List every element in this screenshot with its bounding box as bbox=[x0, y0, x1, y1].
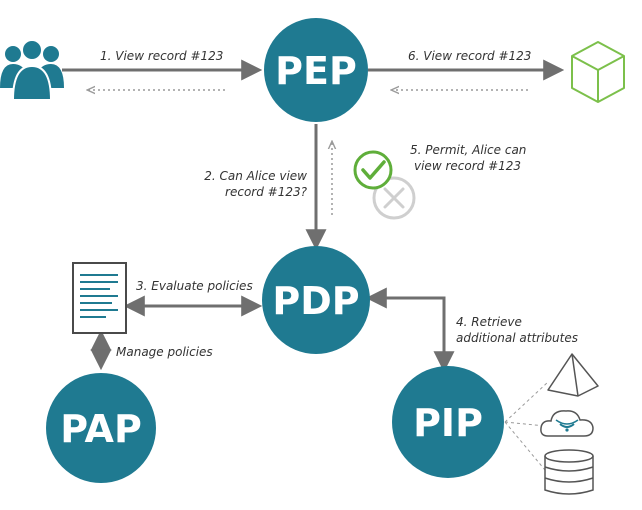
step4-label-line1: 4. Retrieve bbox=[456, 315, 522, 329]
cloud-icon bbox=[540, 410, 594, 437]
step5-label-line1: 5. Permit, Alice can bbox=[410, 143, 526, 157]
manage-policies-label: Manage policies bbox=[116, 345, 213, 359]
arrow-pdp-to-pip bbox=[365, 287, 455, 373]
users-icon bbox=[0, 39, 64, 101]
cube-icon bbox=[571, 41, 625, 103]
x-circle-icon bbox=[372, 176, 416, 220]
pdp-label: PDP bbox=[272, 279, 359, 323]
database-icon bbox=[544, 449, 594, 495]
document-icon bbox=[72, 262, 127, 334]
step3-label: 3. Evaluate policies bbox=[136, 279, 253, 293]
pap-label: PAP bbox=[60, 407, 142, 451]
step2-label-line1: 2. Can Alice view bbox=[204, 169, 307, 183]
pep-label: PEP bbox=[275, 49, 357, 93]
pip-label: PIP bbox=[413, 401, 483, 445]
pep-node: PEP bbox=[264, 18, 368, 122]
pap-node: PAP bbox=[46, 373, 156, 483]
pyramid-icon bbox=[547, 353, 599, 397]
pip-link-pyramid bbox=[504, 381, 549, 423]
pip-link-cloud bbox=[504, 421, 546, 427]
step2-label-line2: record #123? bbox=[225, 185, 308, 199]
step1-label: 1. View record #123 bbox=[100, 49, 223, 63]
step4-label-line2: additional attributes bbox=[456, 331, 578, 345]
step6-label: 6. View record #123 bbox=[408, 49, 531, 63]
pdp-node: PDP bbox=[262, 246, 370, 354]
pip-link-database bbox=[504, 421, 546, 471]
pip-node: PIP bbox=[392, 366, 504, 478]
check-circle-icon bbox=[353, 150, 393, 190]
step5-label-line2: view record #123 bbox=[414, 159, 521, 173]
